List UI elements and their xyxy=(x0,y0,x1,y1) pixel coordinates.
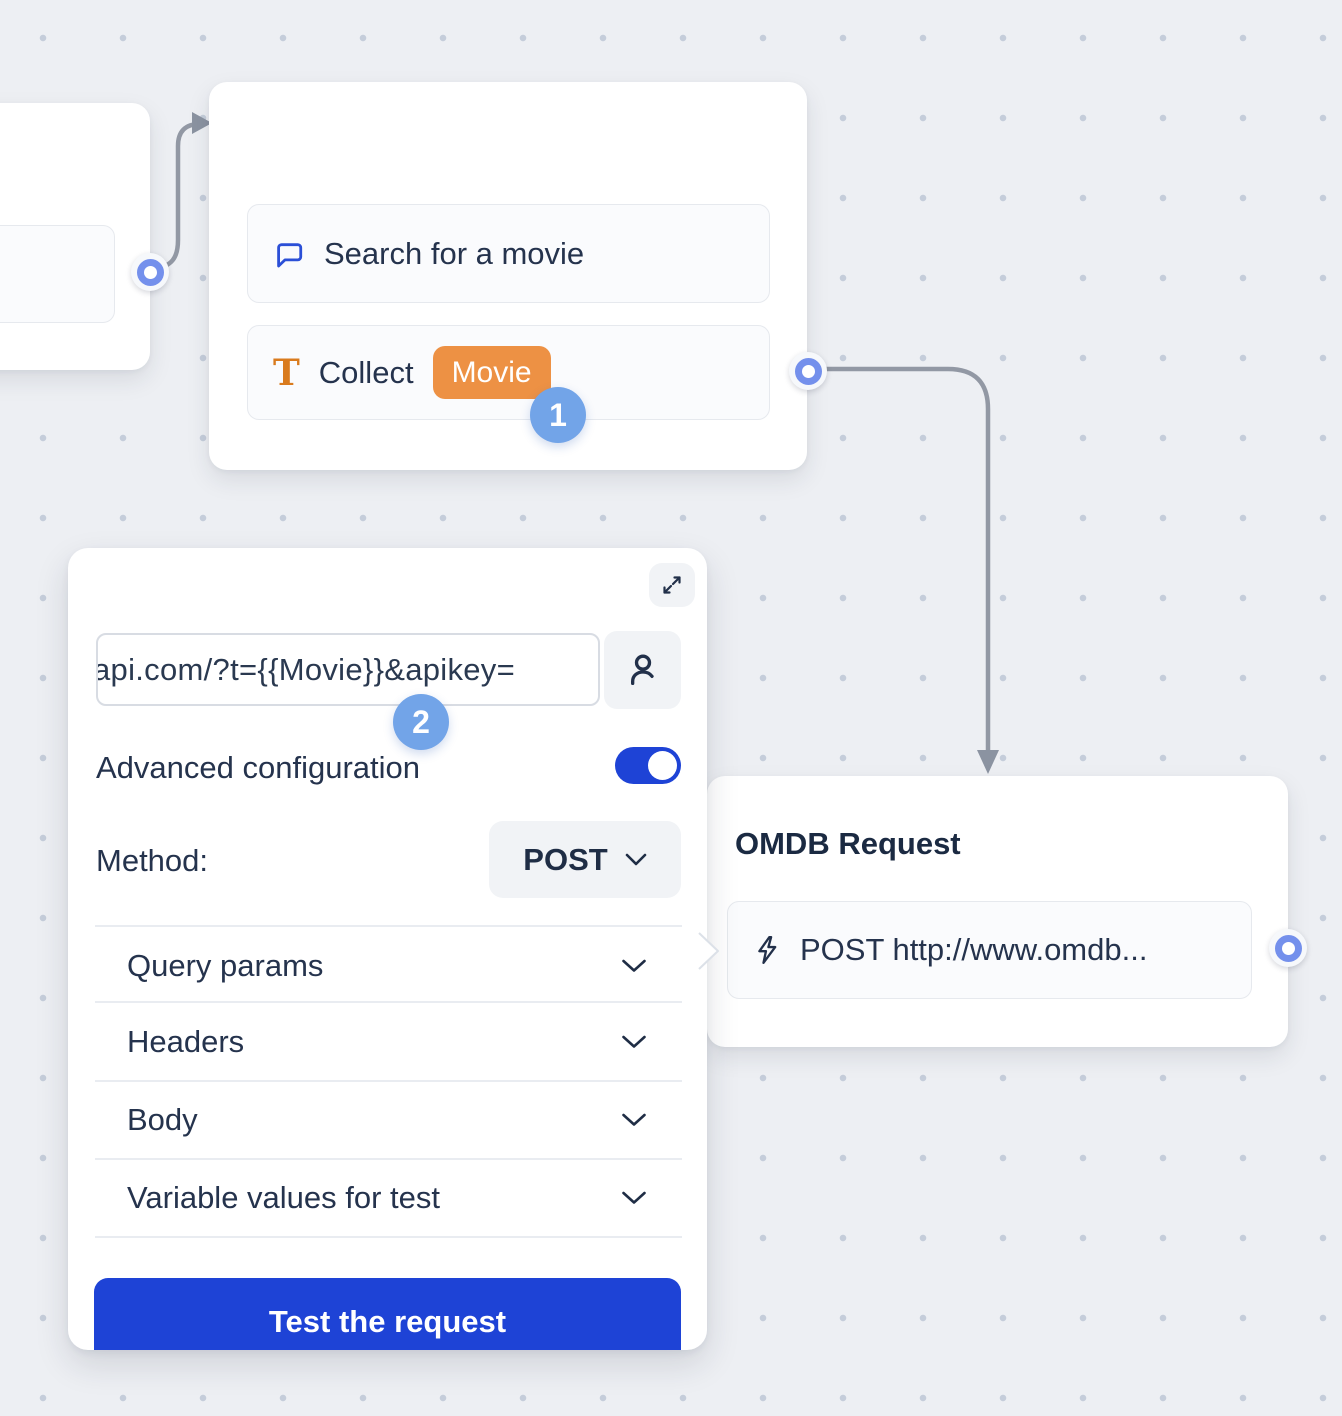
lightning-icon xyxy=(753,934,781,966)
advanced-configuration-toggle[interactable] xyxy=(615,747,681,784)
step-1-badge: 1 xyxy=(530,387,586,443)
wire-into-movie-search xyxy=(150,121,207,273)
webhook-config-panel: api.com/?t={{Movie}}&apikey= Advanced co… xyxy=(68,548,707,1350)
divider xyxy=(95,925,682,927)
url-input-value: api.com/?t={{Movie}}&apikey= xyxy=(96,651,516,687)
method-dropdown[interactable]: POST xyxy=(489,821,681,898)
chevron-down-icon xyxy=(621,1035,647,1050)
text-icon: T xyxy=(273,351,300,394)
toggle-knob xyxy=(648,751,677,780)
divider xyxy=(95,1001,682,1003)
advanced-configuration-label: Advanced configuration xyxy=(96,750,421,785)
section-label: Headers xyxy=(127,1024,245,1059)
omdb-node-title: OMDB Request xyxy=(735,826,961,861)
chevron-down-icon xyxy=(625,853,647,866)
webhook-block-row[interactable]: POST http://www.omdb... xyxy=(727,901,1252,999)
divider xyxy=(95,1158,682,1160)
section-headers[interactable]: Headers xyxy=(68,1003,707,1081)
url-input[interactable]: api.com/?t={{Movie}}&apikey= xyxy=(96,633,600,706)
output-socket[interactable] xyxy=(789,352,827,390)
divider xyxy=(95,1236,682,1238)
socket-ring xyxy=(136,258,164,286)
step-2-badge: 2 xyxy=(393,694,449,750)
question-block-row[interactable]: Search for a movie xyxy=(247,204,770,303)
chat-bubble-icon xyxy=(273,239,305,269)
method-value: POST xyxy=(523,841,608,877)
section-label: Query params xyxy=(127,948,324,983)
method-label: Method: xyxy=(96,843,209,878)
collect-block-row[interactable]: T Collect Movie xyxy=(247,325,770,420)
divider xyxy=(95,1080,682,1082)
question-block-label: Search for a movie xyxy=(324,235,585,271)
arrowhead-into-movie-search xyxy=(192,112,212,134)
webhook-block-label: POST http://www.omdb... xyxy=(800,932,1148,967)
chevron-down-icon xyxy=(621,1113,647,1128)
section-label: Variable values for test xyxy=(127,1180,441,1215)
arrowhead-into-omdb xyxy=(977,750,999,774)
output-socket[interactable] xyxy=(1269,929,1307,967)
socket-ring xyxy=(794,357,822,385)
chevron-down-icon xyxy=(621,959,647,974)
output-socket[interactable] xyxy=(131,253,169,291)
expand-icon xyxy=(660,573,684,597)
partial-node-row[interactable] xyxy=(0,225,115,323)
chevron-down-icon xyxy=(621,1191,647,1206)
omdb-request-node[interactable]: OMDB Request POST http://www.omdb... xyxy=(707,776,1288,1047)
section-variable-values[interactable]: Variable values for test xyxy=(68,1159,707,1237)
collect-block-label: Collect xyxy=(318,354,414,390)
section-label: Body xyxy=(127,1102,198,1137)
wire-movie-to-omdb xyxy=(811,366,991,755)
test-request-button[interactable]: Test the request xyxy=(94,1278,681,1350)
panel-pointer-caret xyxy=(698,932,719,970)
partial-node-card[interactable] xyxy=(0,103,150,370)
socket-ring xyxy=(1274,934,1302,962)
user-icon xyxy=(623,650,663,690)
variable-badge[interactable]: Movie xyxy=(432,346,551,399)
movie-search-node[interactable]: Movie search Search for a movie T Collec… xyxy=(209,82,807,470)
expand-panel-button[interactable] xyxy=(649,563,695,607)
section-query-params[interactable]: Query params xyxy=(68,927,707,1005)
section-body[interactable]: Body xyxy=(68,1081,707,1159)
user-variable-button[interactable] xyxy=(604,631,681,709)
